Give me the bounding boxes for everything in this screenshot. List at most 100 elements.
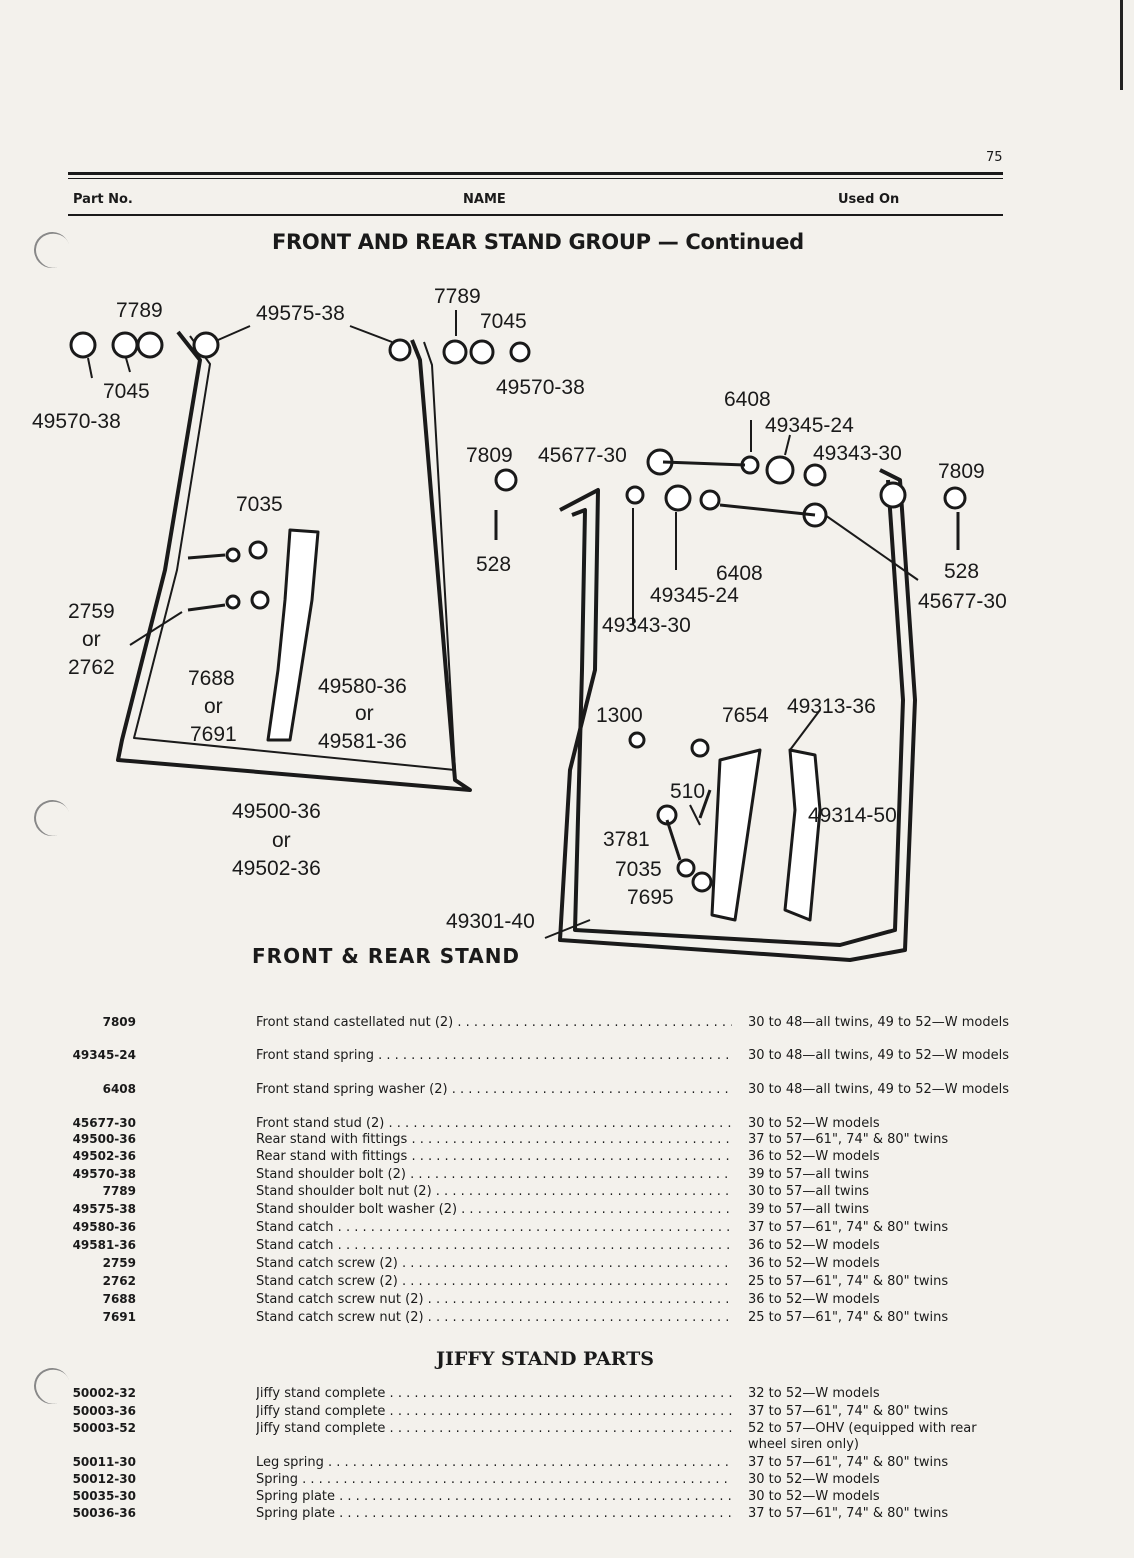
callout: 510	[670, 780, 705, 803]
callout: 7809	[938, 460, 985, 483]
punch-hole-mark	[28, 226, 76, 274]
callout: 7045	[103, 380, 150, 403]
rear-stand-frame	[116, 330, 472, 792]
callout: or	[355, 702, 374, 725]
stand-exploded-diagram: 7789 49575-38 7789 7045 49570-38 7045 49…	[32, 285, 1007, 962]
part-name: Jiffy stand complete	[256, 1386, 732, 1401]
part-name: Leg spring	[256, 1455, 732, 1470]
callout: 7809	[466, 444, 513, 467]
header-rule-top-thin	[68, 178, 1003, 179]
page-title: FRONT AND REAR STAND GROUP — Continued	[272, 230, 804, 254]
part-used-on: 37 to 57—61", 74" & 80" twins	[748, 1220, 949, 1235]
part-used-on: 30 to 57—all twins	[748, 1184, 870, 1199]
callout: 528	[944, 560, 979, 583]
part-name: Stand catch	[256, 1220, 732, 1235]
header-name: NAME	[463, 192, 506, 207]
part-number: 49345-24	[72, 1048, 136, 1062]
part-name: Spring	[256, 1472, 732, 1487]
callout: 49345-24	[650, 584, 739, 607]
part-number: 2759	[102, 1256, 136, 1270]
part-used-on: 52 to 57—OHV (equipped with rear wheel s…	[748, 1421, 977, 1452]
part-number: 49570-38	[72, 1167, 136, 1181]
part-name: Front stand spring washer (2)	[256, 1082, 732, 1097]
callout: 7691	[190, 723, 237, 746]
callout: 1300	[596, 704, 643, 727]
part-used-on: 39 to 57—all twins	[748, 1167, 870, 1182]
part-used-on: 37 to 57—61", 74" & 80" twins	[748, 1404, 949, 1419]
callout: 49314-50	[808, 804, 897, 827]
part-number: 50035-30	[72, 1489, 136, 1503]
part-name: Stand catch screw (2)	[256, 1274, 732, 1289]
page-number: 75	[986, 150, 1003, 165]
table-row: 49570-38 Stand shoulder bolt (2) 39 to 57—…	[0, 1167, 1134, 1185]
callout: 7789	[434, 285, 481, 308]
callout: 49343-30	[813, 442, 902, 465]
callout: 7695	[627, 886, 674, 909]
part-used-on: 37 to 57—61", 74" & 80" twins	[748, 1506, 949, 1521]
part-used-on: 25 to 57—61", 74" & 80" twins	[748, 1310, 949, 1325]
part-number: 7789	[102, 1184, 136, 1198]
part-used-on: 36 to 52—W models	[748, 1256, 880, 1271]
callout: 7045	[480, 310, 527, 333]
table-row: 50011-30 Leg spring 37 to 57—61", 74" & 80…	[0, 1455, 1134, 1473]
callout: 45677-30	[918, 590, 1007, 613]
part-used-on: 30 to 52—W models	[748, 1489, 880, 1504]
part-name: Jiffy stand complete	[256, 1421, 732, 1436]
part-name: Stand catch screw nut (2)	[256, 1292, 732, 1307]
part-number: 50011-30	[72, 1455, 136, 1469]
part-used-on: 36 to 52—W models	[748, 1238, 880, 1253]
part-used-on: 39 to 57—all twins	[748, 1202, 870, 1217]
part-used-on: 36 to 52—W models	[748, 1292, 880, 1307]
part-used-on: 30 to 52—W models	[748, 1472, 880, 1487]
part-name: Rear stand with fittings	[256, 1132, 732, 1147]
callout: 7789	[116, 299, 163, 322]
table-row: 50035-30 Spring plate 30 to 52—W models	[0, 1489, 1134, 1507]
callout: 49570-38	[496, 376, 585, 399]
callout: 7035	[236, 493, 283, 516]
part-number: 49580-36	[72, 1220, 136, 1234]
part-name: Stand shoulder bolt (2)	[256, 1167, 732, 1182]
part-name: Rear stand with fittings	[256, 1149, 732, 1164]
part-name: Stand catch	[256, 1238, 732, 1253]
part-number: 7688	[102, 1292, 136, 1306]
part-name: Front stand spring	[256, 1048, 732, 1063]
part-used-on: 30 to 52—W models	[748, 1116, 880, 1131]
table-row: 49580-36 Stand catch 37 to 57—61", 74" & 8…	[0, 1220, 1134, 1238]
part-number: 49581-36	[72, 1238, 136, 1252]
part-number: 45677-30	[72, 1116, 136, 1130]
callout: 49502-36	[232, 857, 321, 880]
callout: or	[82, 628, 101, 651]
part-number: 49575-38	[72, 1202, 136, 1216]
edge-bar	[1120, 0, 1123, 90]
callout: 49345-24	[765, 414, 854, 437]
callout: 2762	[68, 656, 115, 679]
callout: 49570-38	[32, 410, 121, 433]
part-name: Stand catch screw nut (2)	[256, 1310, 732, 1325]
header-part-no: Part No.	[73, 192, 133, 207]
part-used-on: 25 to 57—61", 74" & 80" twins	[748, 1274, 949, 1289]
part-name: Spring plate	[256, 1489, 732, 1504]
part-used-on: 37 to 57—61", 74" & 80" twins	[748, 1455, 949, 1470]
header-rule-top	[68, 172, 1003, 175]
part-number: 50002-32	[72, 1386, 136, 1400]
table-row: 50012-30Spring30 to 52—W models	[0, 1472, 1134, 1490]
part-used-on: 30 to 48—all twins, 49 to 52—W models	[748, 1048, 1009, 1063]
callout: 49575-38	[256, 302, 345, 325]
callout: 6408	[716, 562, 763, 585]
part-number: 6408	[102, 1082, 136, 1096]
callout: 6408	[724, 388, 771, 411]
part-name: Front stand castellated nut (2)	[256, 1015, 732, 1030]
callout: 49580-36	[318, 675, 407, 698]
callout: 49581-36	[318, 730, 407, 753]
